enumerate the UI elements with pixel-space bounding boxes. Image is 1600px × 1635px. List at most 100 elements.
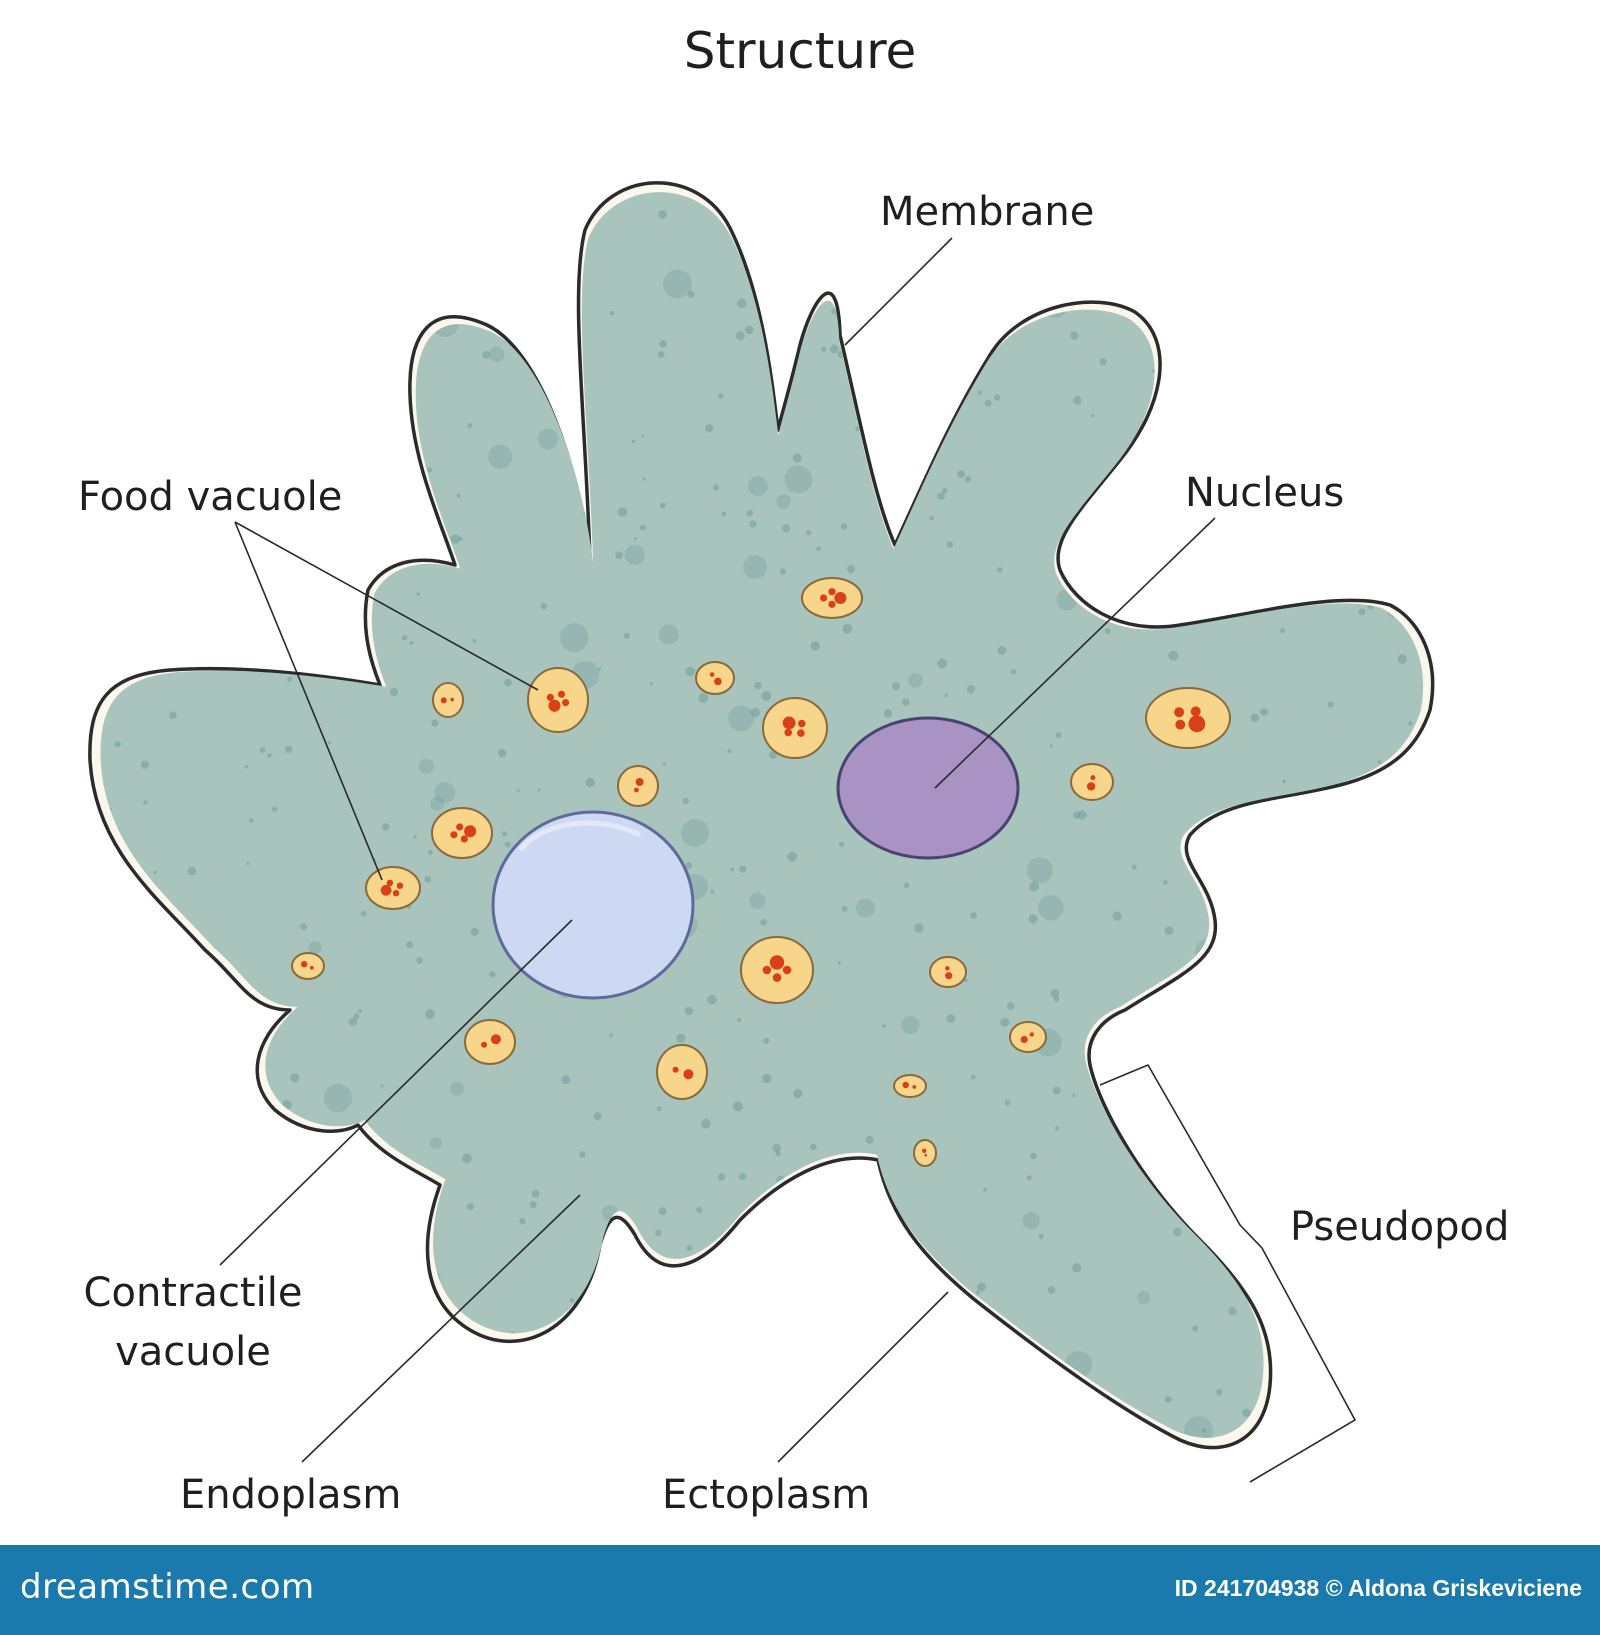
granule [897,1371,907,1381]
granule [1099,358,1107,366]
food-vacuole [656,1044,708,1100]
granule [1227,1065,1234,1073]
granule [227,1126,233,1131]
food-particle [820,594,828,602]
granule [187,866,197,876]
granule [389,687,399,697]
granule [736,298,747,309]
granule [1124,1108,1128,1112]
granule [413,835,417,839]
food-vacuole [1070,763,1114,801]
granule [1154,216,1160,223]
food-particle [834,592,847,604]
granule [685,1418,689,1423]
diagram-title: Structure [684,22,917,80]
granule [1363,354,1372,363]
granule [768,751,777,759]
granule [970,912,977,919]
granule [1282,903,1298,918]
granule [1184,1416,1214,1438]
contractile-vacuole [491,810,695,1000]
granule [1029,881,1039,892]
food-vacuole-leader-b [234,521,383,881]
granule [235,463,240,468]
granule [454,1372,458,1376]
granule [946,541,954,548]
food-particle [902,1081,909,1089]
granule [772,1144,781,1153]
granule [874,382,880,388]
granule [291,567,300,576]
granule [138,389,147,397]
food-particle [386,879,394,886]
granule [946,1014,956,1023]
granule [424,876,432,883]
granule [1225,1134,1235,1144]
granule [308,941,322,955]
granule [298,461,303,466]
food-vacuole [762,697,828,759]
granule [482,351,491,359]
granule [267,753,272,758]
granule [604,1348,614,1358]
granule [1004,1100,1010,1106]
granule [284,394,304,415]
granule [561,1075,571,1085]
granule [997,567,1003,573]
granule [687,290,695,298]
granule [216,564,224,572]
granule [429,1137,442,1150]
granule [778,380,783,386]
granule [1188,1163,1206,1181]
granule [360,910,367,917]
food-particle [798,719,806,728]
granule [206,1159,210,1164]
granule [462,1153,472,1164]
granule [1399,419,1405,425]
food-particle [772,973,782,982]
granule [737,1017,742,1023]
granule [1258,412,1266,420]
granule [1320,970,1329,979]
granule [1327,701,1334,708]
granule [124,233,133,242]
food-vacuole-leader-a [234,521,539,691]
food-particle [548,699,561,712]
granule [247,1411,253,1416]
granule [1148,1053,1174,1079]
granule [569,1298,575,1303]
granule [746,510,754,517]
granule [739,865,747,873]
granule [1137,1291,1151,1305]
granule [1371,797,1378,803]
granule [1173,1227,1182,1237]
granule [263,1252,272,1261]
contractile-vacuole-highlight [518,820,642,852]
food-particle [309,965,314,970]
granule [1418,234,1424,242]
granule [1329,1412,1335,1419]
granule [434,782,456,804]
granule [1070,331,1079,340]
granule [516,788,520,792]
granule [173,1091,198,1115]
granule [883,709,893,718]
granule [1197,1125,1204,1133]
granule [1215,1389,1223,1396]
granule [738,1172,747,1180]
granule [762,1073,772,1084]
granule [681,819,709,847]
pseudopod-bracket [1099,1063,1357,1483]
food-particle [945,972,953,980]
granule [1376,958,1383,965]
granule [342,1173,363,1194]
granule [1055,732,1062,738]
granule [839,227,845,233]
granule [272,1189,278,1194]
granule [1131,864,1137,870]
granule [847,200,853,206]
granule [1070,581,1076,587]
granule [1425,472,1431,478]
granule [193,269,201,277]
granule [215,377,221,383]
